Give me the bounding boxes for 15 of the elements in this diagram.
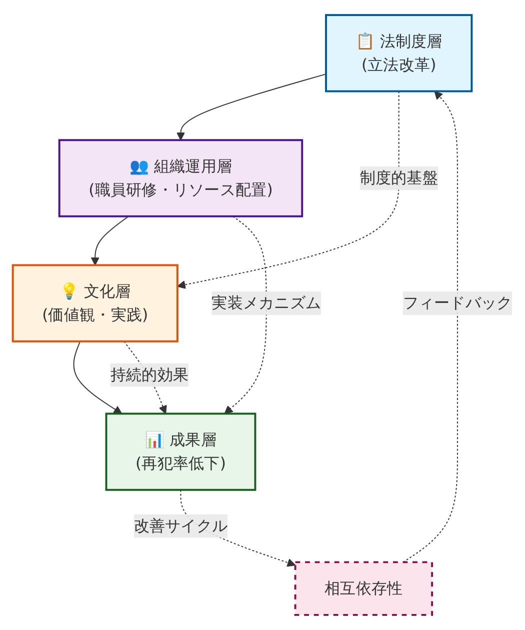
edge-label: 実装メカニズム <box>212 294 322 312</box>
node-box: 💡 文化層 (価値観・実践) <box>12 264 178 342</box>
arrow <box>90 216 130 266</box>
arrow <box>73 340 122 414</box>
node-box: 📊 成果層 (再犯率低下) <box>105 412 256 491</box>
node-box: 👥 組織運用層 (職員研修・リソース配置) <box>58 139 304 218</box>
arrow <box>224 216 267 414</box>
arrow <box>176 74 326 140</box>
arrow <box>177 90 400 289</box>
edge-label: 持続的効果 <box>110 365 189 384</box>
edge-label: 改善サイクル <box>134 516 228 535</box>
edge-label: フィードバック <box>402 294 512 312</box>
edge-label: 制度的基盤 <box>360 168 438 188</box>
node-box: 📋 法制度層 (立法改革) <box>325 14 473 92</box>
node-box: 相互依存性 <box>294 561 434 616</box>
